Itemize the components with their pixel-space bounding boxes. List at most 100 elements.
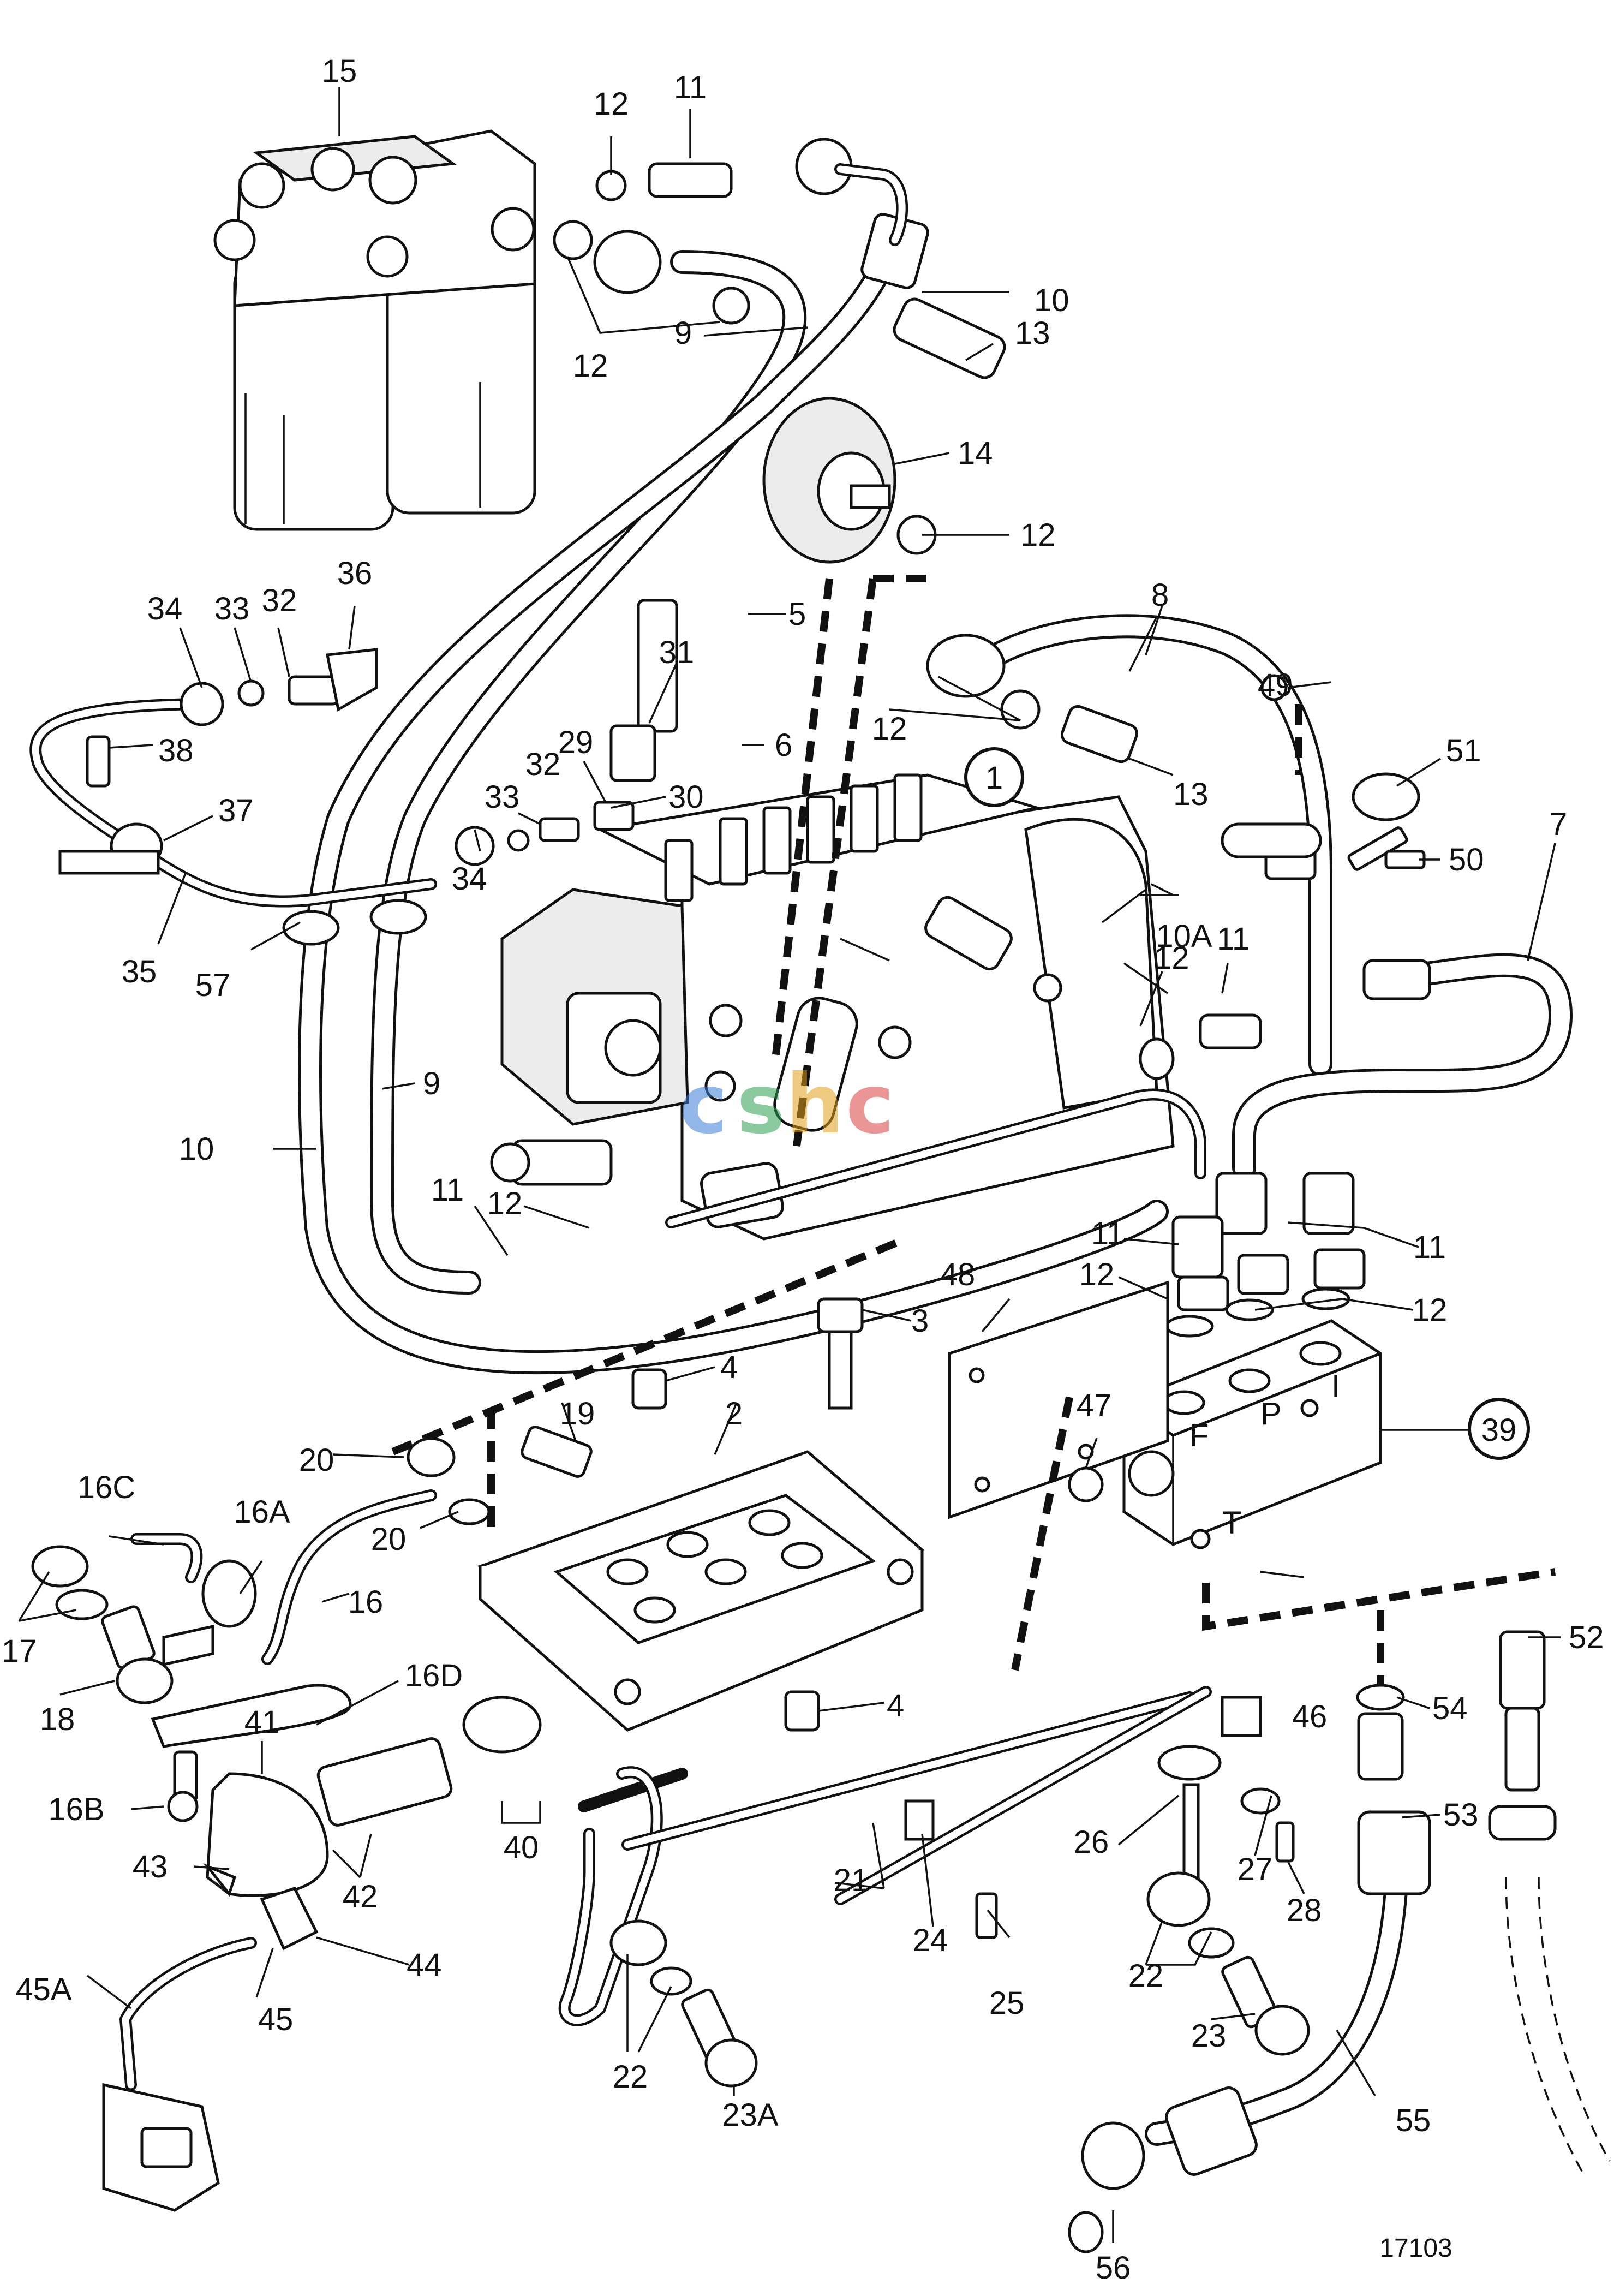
label-12-f: 12 xyxy=(487,1186,523,1221)
label-10-b: 10 xyxy=(179,1131,214,1167)
label-11-c: 11 xyxy=(431,1172,464,1208)
label-39: 39 xyxy=(1481,1412,1517,1448)
label-6: 6 xyxy=(775,727,792,763)
watermark-logo: c s h c xyxy=(679,1057,894,1152)
watermark-letter-1: c xyxy=(679,1057,728,1152)
fuel-hose-9 xyxy=(370,250,807,1295)
label-13-a: 13 xyxy=(1015,315,1050,351)
label-9-a: 9 xyxy=(674,315,692,351)
label-10A: 10A xyxy=(1156,919,1212,954)
label-25: 25 xyxy=(989,1985,1025,2021)
label-57: 57 xyxy=(195,968,231,1003)
label-41: 41 xyxy=(244,1704,280,1740)
return-pipe xyxy=(665,1088,1206,1228)
fittings-right xyxy=(1139,1013,1366,1338)
label-34-b: 34 xyxy=(452,861,487,897)
label-1: 1 xyxy=(985,760,1003,796)
label-7: 7 xyxy=(1550,807,1567,842)
watermark-letter-2: s xyxy=(737,1057,785,1152)
label-50: 50 xyxy=(1449,842,1484,878)
label-20-b: 20 xyxy=(371,1522,407,1557)
block-port-t: T xyxy=(1222,1505,1241,1541)
label-11-b: 11 xyxy=(1217,921,1250,957)
label-2: 2 xyxy=(725,1396,743,1432)
label-34-a: 34 xyxy=(147,591,183,627)
block-port-p: P xyxy=(1260,1396,1282,1432)
label-12-e: 12 xyxy=(1154,940,1189,976)
label-14: 14 xyxy=(958,436,993,471)
label-23: 23 xyxy=(1191,2018,1227,2054)
label-37: 37 xyxy=(218,793,254,828)
label-11-d: 11 xyxy=(1091,1216,1124,1251)
callout-circles xyxy=(964,747,1530,1460)
label-49: 49 xyxy=(1258,667,1293,703)
label-18: 18 xyxy=(40,1702,75,1737)
label-5: 5 xyxy=(788,597,806,632)
label-46: 46 xyxy=(1292,1699,1328,1734)
label-12-g: 12 xyxy=(1079,1257,1115,1292)
label-42: 42 xyxy=(343,1879,378,1915)
solenoid-valve xyxy=(102,1696,542,2212)
hidden-assembly-lines xyxy=(391,575,1556,1703)
label-32-b: 32 xyxy=(525,747,561,782)
fuel-hose-7 xyxy=(1232,953,1573,1180)
label-45: 45 xyxy=(258,2002,294,2037)
label-3: 3 xyxy=(911,1303,929,1339)
label-52: 52 xyxy=(1569,1620,1604,1655)
label-36: 36 xyxy=(337,556,373,591)
label-16B: 16B xyxy=(48,1792,104,1827)
label-33-b: 33 xyxy=(485,779,520,815)
label-48: 48 xyxy=(940,1257,976,1292)
label-22-a: 22 xyxy=(613,2059,648,2095)
pump-base-plate xyxy=(477,1297,925,1732)
label-23A: 23A xyxy=(722,2097,779,2133)
label-38: 38 xyxy=(158,733,194,768)
label-43: 43 xyxy=(133,1849,168,1884)
label-28: 28 xyxy=(1287,1893,1322,1928)
label-16C: 16C xyxy=(77,1470,135,1505)
label-9-b: 9 xyxy=(423,1066,440,1101)
label-44: 44 xyxy=(407,1947,442,1983)
label-15: 15 xyxy=(322,53,357,89)
label-4-b: 4 xyxy=(887,1688,904,1724)
label-32-a: 32 xyxy=(262,583,297,618)
label-54: 54 xyxy=(1432,1691,1468,1726)
label-16: 16 xyxy=(348,1584,384,1620)
label-53: 53 xyxy=(1443,1797,1479,1833)
label-24: 24 xyxy=(913,1923,948,1958)
label-33-a: 33 xyxy=(214,591,250,627)
label-12-b: 12 xyxy=(573,348,608,384)
label-16D: 16D xyxy=(405,1658,463,1693)
label-10-a: 10 xyxy=(1034,283,1069,318)
part-labels: 15 12 11 12 10 9 13 14 12 5 6 8 12 13 1 … xyxy=(2,53,1604,2286)
watermark-letter-4: c xyxy=(846,1057,894,1152)
label-12-a: 12 xyxy=(594,86,629,122)
label-19: 19 xyxy=(560,1396,595,1432)
label-26: 26 xyxy=(1074,1824,1109,1860)
label-22-b: 22 xyxy=(1128,1958,1164,1994)
label-20-a: 20 xyxy=(299,1442,334,1478)
left-pipe-assembly xyxy=(29,648,635,946)
label-12-c: 12 xyxy=(1020,517,1056,553)
distribution-block: F P I T xyxy=(1122,1319,1382,1549)
label-45A: 45A xyxy=(15,1972,72,2007)
label-35: 35 xyxy=(122,954,157,989)
label-11-e: 11 xyxy=(1413,1230,1446,1265)
label-12-h: 12 xyxy=(1412,1292,1448,1328)
label-29: 29 xyxy=(558,725,594,760)
clamp-bracket-51 xyxy=(1221,674,1426,871)
block-port-i: I xyxy=(1331,1369,1340,1404)
label-12-d: 12 xyxy=(872,711,907,747)
label-4-a: 4 xyxy=(720,1350,738,1385)
hose-fittings-top xyxy=(553,138,1006,379)
bracket-plate xyxy=(948,1280,1169,1519)
bottom-right-hoses xyxy=(1068,1630,1611,2253)
label-13-b: 13 xyxy=(1173,777,1209,812)
label-8: 8 xyxy=(1151,577,1169,613)
label-40: 40 xyxy=(504,1830,539,1865)
fuel-filter-assembly xyxy=(213,129,536,531)
label-47: 47 xyxy=(1077,1388,1112,1423)
label-11-a: 11 xyxy=(674,70,707,105)
label-55: 55 xyxy=(1396,2103,1431,2138)
label-51: 51 xyxy=(1446,733,1481,768)
